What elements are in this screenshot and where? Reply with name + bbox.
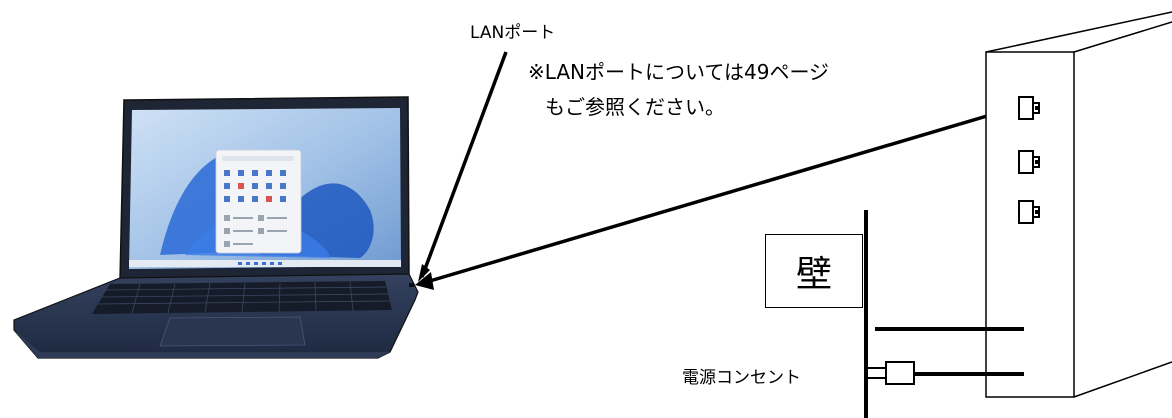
lan-port-label: LANポート xyxy=(470,23,556,43)
wall-network-unit xyxy=(985,11,1172,398)
lan-jack-1-pin xyxy=(1035,106,1038,110)
wall-label: 壁 xyxy=(765,234,863,308)
lan-cable-line xyxy=(422,106,1015,285)
lan-cable-arrowhead xyxy=(415,272,434,290)
lan-port-note-line-1: ※LANポートについては49ページ xyxy=(528,60,830,84)
power-outlet-label: 電源コンセント xyxy=(682,368,801,388)
lan-jack-1 xyxy=(1018,96,1040,120)
lan-jack-2 xyxy=(1018,150,1040,174)
lan-port-note-line-2: もご参照ください。 xyxy=(545,95,725,119)
lan-jack-3 xyxy=(1018,200,1040,224)
lan-jack-3-pin xyxy=(1035,210,1038,214)
lan-jack-2-pin xyxy=(1035,160,1038,164)
laptop-illustration xyxy=(13,96,419,359)
lan-port-arrowhead xyxy=(418,264,430,282)
power-plug-icon xyxy=(866,361,915,385)
lan-port-pointer-line xyxy=(420,51,508,278)
